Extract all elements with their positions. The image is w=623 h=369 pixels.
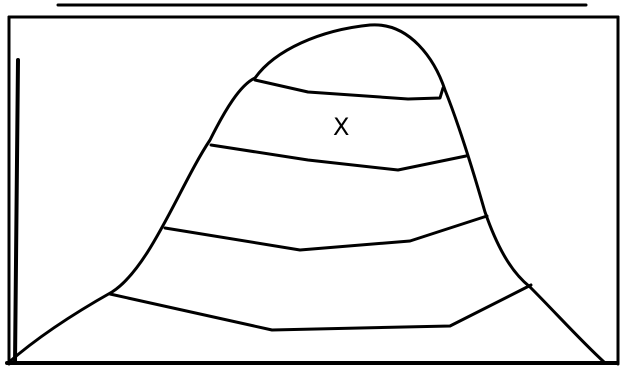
contour-line-1 [255,80,443,99]
left-vertical-bar [15,60,18,363]
hill-outline [8,25,604,363]
contour-line-4 [110,285,531,330]
contour-line-3 [165,216,487,250]
x-marker-label: X [333,113,349,141]
contour-line-2 [211,145,466,170]
